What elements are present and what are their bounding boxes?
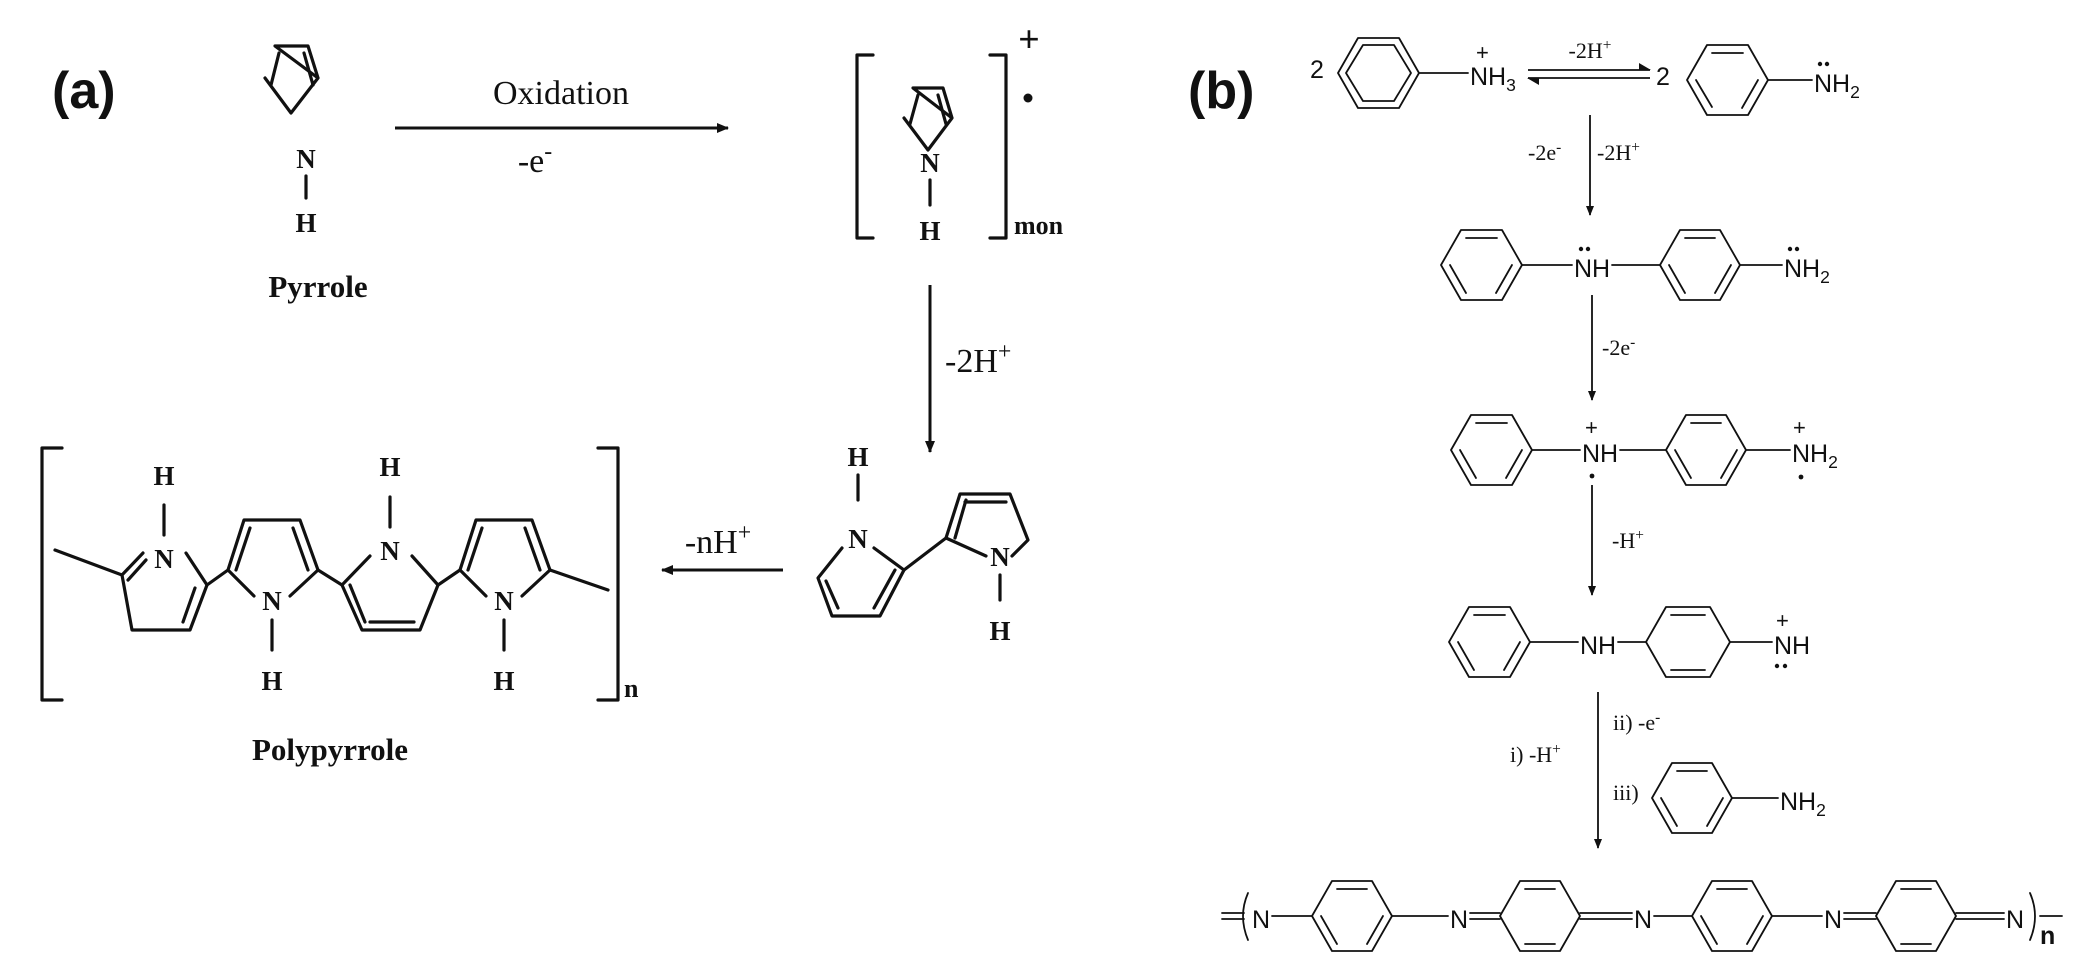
step3-label: -H+ bbox=[1612, 527, 1644, 554]
svg-text:N: N bbox=[1824, 906, 1842, 934]
polyaniline-n: n bbox=[2040, 922, 2055, 950]
radical-subscript: mon bbox=[1014, 211, 1064, 240]
svg-text:N: N bbox=[1450, 906, 1468, 934]
svg-text:H: H bbox=[261, 666, 282, 696]
cation-nh2: NH2 bbox=[1792, 440, 1838, 472]
svg-text:H: H bbox=[919, 216, 940, 246]
aniline-label: NH2 bbox=[1814, 70, 1860, 102]
radical-dot bbox=[1023, 93, 1033, 103]
step4-i-label: i) -H+ bbox=[1510, 741, 1561, 768]
pyrrole-h: H bbox=[295, 208, 316, 238]
aniline-ring bbox=[1686, 44, 1769, 116]
polymerization-label: -nH+ bbox=[685, 520, 751, 561]
dimer-structure: NH NH2 bbox=[1440, 229, 1830, 301]
polyaniline-structure: N N N N N n bbox=[1221, 880, 2063, 952]
svg-text:N: N bbox=[1252, 906, 1270, 934]
step4-iii-label: iii) bbox=[1613, 780, 1639, 805]
svg-text:H: H bbox=[493, 666, 514, 696]
dimer-nh2: NH2 bbox=[1784, 255, 1830, 287]
svg-text:N: N bbox=[2006, 906, 2024, 934]
svg-text:H: H bbox=[379, 452, 400, 482]
svg-text:N: N bbox=[494, 586, 514, 616]
radical-cation-structure: N H + mon bbox=[855, 19, 1064, 246]
svg-text:N: N bbox=[920, 148, 940, 178]
dimer-nh: NH bbox=[1574, 255, 1610, 283]
pyrrole-structure: N H bbox=[263, 44, 320, 238]
panel-a: (a) N H Pyrrole Oxidation -e- N H + mon bbox=[40, 19, 1064, 767]
pyrrole-n: N bbox=[296, 144, 316, 174]
step1-e-label: -2e- bbox=[1528, 139, 1561, 166]
panel-a-label: (a) bbox=[52, 62, 116, 120]
polypyrrole-structure: N H N H N H N H bbox=[40, 446, 639, 703]
svg-text:N: N bbox=[262, 586, 282, 616]
quinoid-nh: NH bbox=[1580, 632, 1616, 660]
svg-text:+: + bbox=[1585, 415, 1598, 440]
cation-nh: NH bbox=[1582, 440, 1618, 468]
bipyrrole-structure: H N N H bbox=[816, 442, 1030, 646]
equilibrium-label: -2H+ bbox=[1569, 37, 1612, 64]
polypyrrole-n: n bbox=[624, 674, 639, 703]
coef-right: 2 bbox=[1656, 63, 1670, 91]
radical-charge: + bbox=[1018, 19, 1040, 61]
electron-loss-label: -e- bbox=[518, 139, 552, 180]
quinoid-structure: NH NH + bbox=[1448, 606, 1810, 678]
coef-left: 2 bbox=[1310, 56, 1324, 84]
svg-text:N: N bbox=[154, 544, 174, 574]
quinoid-nh-end: NH bbox=[1774, 632, 1810, 660]
svg-text:N: N bbox=[1634, 906, 1652, 934]
svg-text:H: H bbox=[153, 461, 174, 491]
step2-label: -2e- bbox=[1602, 334, 1635, 361]
panel-b: (b) 2 NH3 + -2H+ 2 NH2 -2e- -2H+ NH bbox=[1188, 37, 2063, 952]
svg-text:H: H bbox=[847, 442, 868, 472]
reagent-nh2: NH2 bbox=[1780, 788, 1826, 820]
svg-text:+: + bbox=[1776, 608, 1789, 633]
oxidation-label: Oxidation bbox=[493, 75, 629, 112]
anilinium-label: NH3 bbox=[1470, 63, 1516, 95]
svg-text:+: + bbox=[1476, 40, 1489, 65]
svg-text:N: N bbox=[990, 542, 1010, 572]
panel-b-label: (b) bbox=[1188, 62, 1254, 120]
svg-text:N: N bbox=[380, 536, 400, 566]
svg-text:+: + bbox=[1793, 415, 1806, 440]
cation-radical-structure: NH + NH2 + bbox=[1450, 414, 1838, 486]
anilinium-ring bbox=[1337, 37, 1420, 109]
reagent-aniline: NH2 bbox=[1651, 762, 1826, 834]
polypyrrole-name: Polypyrrole bbox=[252, 732, 408, 767]
svg-text:H: H bbox=[989, 616, 1010, 646]
step4-ii-label: ii) -e- bbox=[1613, 709, 1660, 736]
step1-h-label: -2H+ bbox=[1597, 139, 1640, 166]
svg-text:N: N bbox=[848, 524, 868, 554]
pyrrole-name: Pyrrole bbox=[268, 269, 367, 304]
deprotonation-label: -2H+ bbox=[945, 339, 1011, 380]
